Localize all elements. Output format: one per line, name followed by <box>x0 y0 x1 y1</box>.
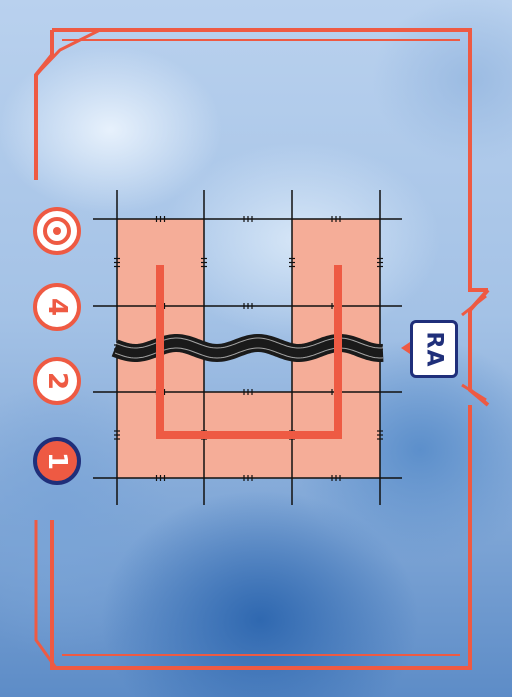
ra-badge-label: RA <box>421 331 447 367</box>
number-token-2-label: 2 <box>42 371 72 391</box>
ra-badge[interactable]: RA <box>410 320 458 378</box>
frame-corner-bottom <box>34 520 58 669</box>
frame-notch-upper <box>461 294 487 317</box>
frame-right-lower <box>50 405 472 670</box>
badge-pointer <box>401 342 410 354</box>
frame-corner-top <box>34 28 101 77</box>
target-icon <box>43 217 71 245</box>
number-token-1[interactable]: 1 <box>33 437 81 485</box>
frame-notch-lower <box>461 383 487 402</box>
route-path <box>156 265 342 439</box>
number-token-4-label: 4 <box>42 297 72 317</box>
number-token-1-label: 1 <box>42 451 72 471</box>
number-token-2[interactable]: 2 <box>33 357 81 405</box>
target-token[interactable] <box>33 207 81 255</box>
frame-top-border <box>52 28 488 292</box>
number-token-4[interactable]: 4 <box>33 283 81 331</box>
